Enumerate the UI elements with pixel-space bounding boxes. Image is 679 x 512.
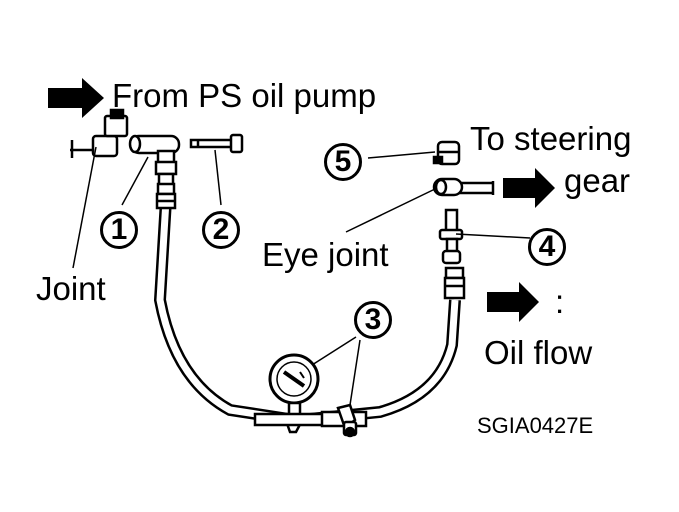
hose-fitting-inlet: [155, 182, 177, 210]
bolt: [189, 133, 244, 154]
flow-arrow-icon: [503, 168, 555, 208]
callout-5: 5: [324, 143, 362, 181]
flow-arrow-icon: [48, 78, 104, 118]
eye-bolt: [432, 140, 461, 166]
callout-3: 3: [354, 301, 392, 339]
callout-2: 2: [202, 211, 240, 249]
figure-code: SGIA0427E: [477, 413, 594, 438]
to-steering-label: To steering: [470, 120, 632, 157]
pressure-gauge-icon: [253, 353, 327, 434]
leader-lines: [72, 146, 531, 406]
eye-joint-fitting: [432, 177, 495, 197]
outlet-bolt: [438, 208, 464, 265]
oil-flow-colon: :: [555, 283, 565, 320]
from-pump-label: From PS oil pump: [112, 77, 377, 114]
gear-label: gear: [564, 162, 631, 199]
hose-fitting-outlet: [443, 266, 466, 300]
oil-flow-label: Oil flow: [484, 334, 593, 371]
joint-label: Joint: [36, 270, 106, 307]
eye-joint-label: Eye joint: [262, 236, 389, 273]
pump-joint-fitting: [70, 108, 129, 158]
shut-off-valve: [320, 403, 368, 438]
flow-arrow-icon: [487, 282, 539, 322]
callout-4: 4: [528, 228, 566, 266]
adapter-fitting: [128, 134, 181, 188]
pressure-gauge-hose: [153, 199, 461, 426]
callout-1: 1: [100, 211, 138, 249]
